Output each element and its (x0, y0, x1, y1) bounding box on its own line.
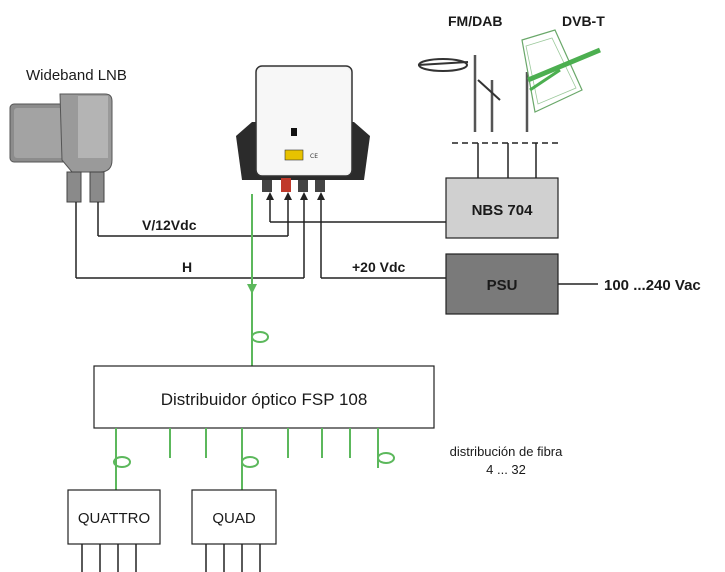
psu-label: PSU (487, 277, 518, 294)
nbs-704-box (445, 177, 559, 239)
fiber-coil-icon (251, 331, 269, 343)
quattro-box (67, 489, 161, 545)
nbs-704-label: NBS 704 (472, 202, 534, 219)
quad-box (191, 489, 277, 545)
fiber-coil-icon (113, 456, 131, 468)
fm-dab-antenna-icon (417, 55, 501, 132)
fiber-coil-icon (377, 452, 395, 464)
terr-arrow-icon (266, 192, 274, 200)
distributor-label: Distribuidor óptico FSP 108 (161, 390, 368, 409)
dc-arrow-icon (317, 192, 325, 200)
optical-transmitter-icon: CE (236, 65, 370, 192)
lnb-label: Wideband LNB (26, 67, 127, 84)
fiber-dist-label-1: distribución de fibra (450, 444, 563, 459)
fiber-arrow-icon (247, 284, 257, 294)
dvbt-antenna-icon (521, 29, 601, 132)
v12-label: V/12Vdc (142, 217, 197, 233)
fiber-dist-label-2: 4 ... 32 (486, 462, 526, 477)
quad-label: QUAD (212, 510, 256, 527)
v-arrow-icon (284, 192, 292, 200)
quattro-label: QUATTRO (78, 510, 150, 527)
lnb-icon (9, 93, 113, 203)
dvbt-label: DVB-T (562, 13, 605, 29)
h-arrow-icon (300, 192, 308, 200)
svg-text:CE: CE (310, 153, 318, 160)
vac-label: 100 ...240 Vac (604, 277, 701, 294)
vdc20-label: +20 Vdc (352, 259, 406, 275)
fm-dab-label: FM/DAB (448, 13, 502, 29)
h-label: H (182, 259, 192, 275)
fiber-coil-icon (241, 456, 259, 468)
optical-distributor-box (93, 365, 435, 429)
